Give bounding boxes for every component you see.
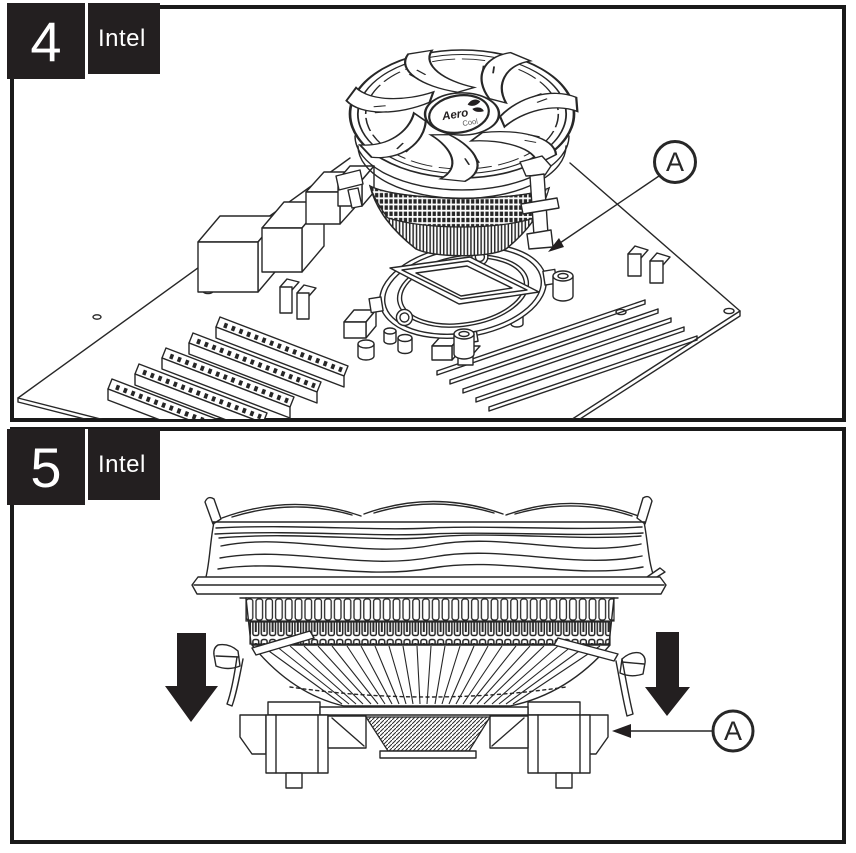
leader-arrowhead-icon — [548, 238, 564, 252]
down-arrow-left-icon — [165, 633, 218, 722]
leader-arrowhead-icon — [612, 724, 631, 738]
pci-slot — [215, 316, 349, 388]
platform-label: Intel — [88, 429, 160, 500]
badge-divider — [85, 429, 88, 505]
pci-slot — [134, 363, 268, 419]
fin-comb — [245, 597, 615, 645]
pci-slot — [188, 332, 322, 404]
base-foot-left — [285, 772, 303, 789]
fin-skirt — [251, 644, 611, 707]
retention-clip-right — [553, 637, 646, 717]
callout-a-step5: A — [612, 709, 755, 753]
mounting-clip-right — [519, 155, 560, 250]
fan-shroud-crown — [204, 495, 653, 536]
ram-slots — [436, 299, 698, 412]
leader-line — [556, 175, 660, 246]
push-pins — [453, 270, 574, 360]
logo-brand-text: Aero — [440, 107, 469, 123]
mounting-base — [239, 701, 609, 789]
mounting-clip-left — [335, 169, 364, 209]
fan-logo: Aero Cool — [428, 94, 490, 134]
fan: Aero Cool — [341, 45, 579, 200]
step-number: 4 — [7, 3, 85, 79]
callout-a-step4: A — [548, 140, 697, 252]
logo-leaf-icon — [467, 99, 481, 106]
cooler-isometric: Aero Cool — [335, 45, 579, 257]
pci-slot — [107, 378, 219, 419]
down-arrow-right-icon — [645, 632, 690, 716]
base-core-hatch — [364, 716, 492, 752]
callout-circle — [711, 709, 755, 753]
cooler-front-view — [191, 495, 667, 789]
dimm-latches — [279, 245, 671, 320]
vrm-boxes — [197, 165, 375, 293]
callout-label: A — [724, 716, 742, 746]
logo-sub-text: Cool — [462, 117, 479, 128]
pci-slots — [107, 316, 349, 419]
step4-illustration: Aero Cool A — [10, 5, 846, 422]
callout-circle — [653, 140, 697, 184]
heatsink-fins — [368, 184, 551, 257]
cpu-socket-ring — [368, 237, 574, 360]
retention-clip-left — [213, 630, 315, 707]
badge-divider — [85, 3, 88, 79]
base-foot-right — [555, 772, 573, 789]
callout-label: A — [666, 147, 684, 177]
platform-label: Intel — [88, 3, 160, 74]
step-number: 5 — [7, 429, 85, 505]
base-wing-left — [239, 714, 267, 755]
socket-pad — [389, 256, 540, 305]
step-5-badge: 5 Intel — [7, 429, 160, 505]
pci-slot — [161, 347, 295, 419]
step-4-badge: 4 Intel — [7, 3, 160, 79]
